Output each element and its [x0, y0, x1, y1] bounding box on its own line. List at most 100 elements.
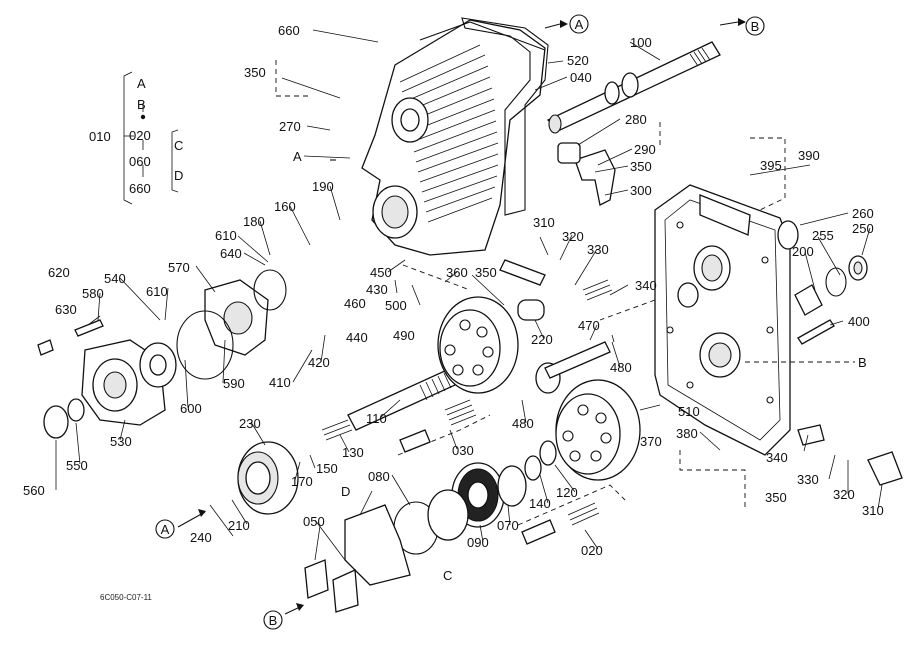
part-220: 220 [531, 332, 553, 347]
part-480-left: 480 [512, 416, 534, 431]
part-430: 430 [366, 282, 388, 297]
part-255: 255 [812, 228, 834, 243]
cylinder-block-370 [555, 379, 641, 481]
figure-code: 6C050-C07-11 [100, 593, 152, 602]
small-pistons [399, 259, 611, 545]
right-housing [654, 184, 791, 456]
part-500: 500 [385, 298, 407, 313]
part-350-lower: 350 [765, 490, 787, 505]
part-610-upper: 610 [215, 228, 237, 243]
part-410: 410 [269, 375, 291, 390]
part-460: 460 [344, 296, 366, 311]
callout-b-bottom: B [269, 613, 278, 628]
callout-b-top: B [751, 19, 760, 34]
part-190: 190 [312, 179, 334, 194]
springs [321, 279, 613, 526]
part-620: 620 [48, 265, 70, 280]
part-660: 660 [278, 23, 300, 38]
pump-530 [81, 339, 177, 426]
ring-550 [67, 398, 85, 422]
part-330-lower: 330 [797, 472, 819, 487]
part-570: 570 [168, 260, 190, 275]
part-040: 040 [570, 70, 592, 85]
washer-140 [524, 455, 542, 481]
callout-c: C [443, 568, 452, 583]
callout-a-top: A [575, 17, 584, 32]
right-lower-plugs [797, 424, 903, 486]
ring-560 [43, 405, 69, 439]
right-seals [777, 220, 868, 345]
part-320-upper: 320 [562, 229, 584, 244]
group-020: 020 [129, 128, 151, 143]
part-180: 180 [243, 214, 265, 229]
dashed-group-lines [275, 60, 855, 526]
group-c: C [174, 138, 183, 153]
part-390: 390 [798, 148, 820, 163]
part-310-lower: 310 [862, 503, 884, 518]
washer-070 [497, 465, 527, 507]
part-380: 380 [676, 426, 698, 441]
part-540: 540 [104, 271, 126, 286]
group-060: 060 [129, 154, 151, 169]
part-200: 200 [792, 244, 814, 259]
group-d: D [174, 168, 183, 183]
part-610-pump: 610 [146, 284, 168, 299]
part-300: 300 [630, 183, 652, 198]
part-330-upper: 330 [587, 242, 609, 257]
part-050: 050 [303, 514, 325, 529]
part-550: 550 [66, 458, 88, 473]
callout-b-housing: B [858, 355, 867, 370]
part-240: 240 [190, 530, 212, 545]
part-150: 150 [316, 461, 338, 476]
part-080: 080 [368, 469, 390, 484]
bearing-230 [237, 441, 299, 515]
shoes-050 [304, 559, 359, 613]
part-260: 260 [852, 206, 874, 221]
part-210: 210 [228, 518, 250, 533]
part-350-upper: 350 [244, 65, 266, 80]
shaft-100 [546, 41, 721, 134]
part-520: 520 [567, 53, 589, 68]
gasket-040 [461, 17, 549, 216]
part-370: 370 [640, 434, 662, 449]
part-120: 120 [556, 485, 578, 500]
leader-lines [55, 29, 883, 561]
callout-circles [155, 14, 765, 630]
shift-fork [557, 142, 616, 206]
part-580: 580 [82, 286, 104, 301]
callout-a-bottom: A [161, 522, 170, 537]
callout-d: D [341, 484, 350, 499]
group-a: A [137, 76, 146, 91]
part-360: 360 [446, 265, 468, 280]
part-250: 250 [852, 221, 874, 236]
left-cover [176, 269, 287, 380]
part-280: 280 [625, 112, 647, 127]
part-170: 170 [291, 474, 313, 489]
part-630: 630 [55, 302, 77, 317]
part-350-fork: 350 [630, 159, 652, 174]
part-340-upper: 340 [635, 278, 657, 293]
part-110: 110 [366, 411, 387, 426]
part-490: 490 [393, 328, 415, 343]
part-100: 100 [630, 35, 652, 50]
part-640: 640 [220, 246, 242, 261]
labels: A B A B A B D C A B 010 020 060 660 C D … [23, 17, 884, 628]
part-030: 030 [452, 443, 474, 458]
part-590: 590 [223, 376, 245, 391]
part-230: 230 [239, 416, 261, 431]
part-140: 140 [529, 496, 551, 511]
part-470: 470 [578, 318, 600, 333]
cylinder-block-030 [437, 296, 519, 394]
part-530: 530 [110, 434, 132, 449]
group-b: B [137, 97, 146, 112]
part-600: 600 [180, 401, 202, 416]
upper-housing [361, 19, 546, 256]
group-010: 010 [89, 129, 111, 144]
part-320-lower: 320 [833, 487, 855, 502]
part-340-lower: 340 [766, 450, 788, 465]
part-130: 130 [342, 445, 364, 460]
part-310-upper: 310 [533, 215, 555, 230]
left-bolts [37, 319, 104, 356]
